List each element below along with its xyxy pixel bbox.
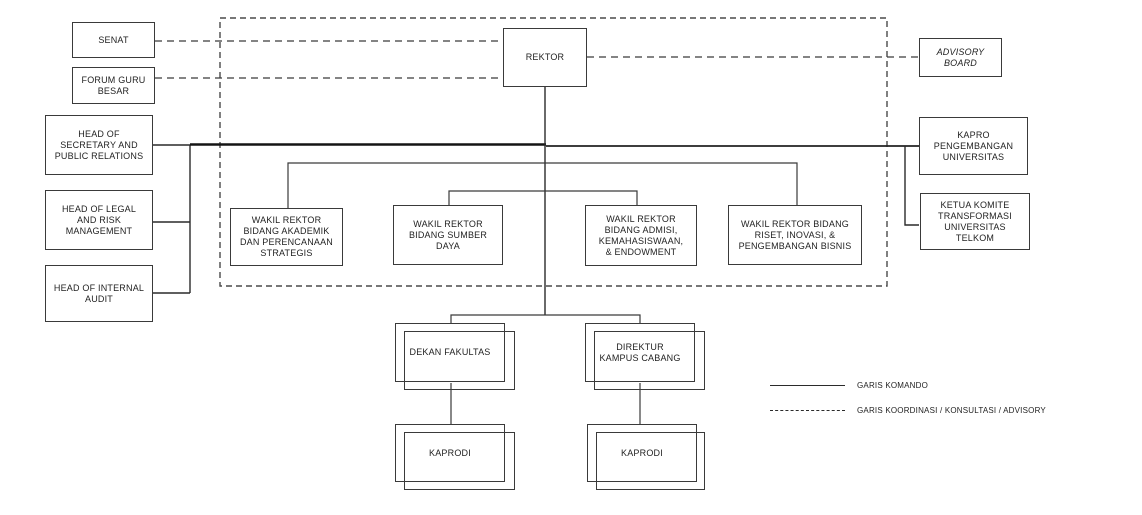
deans-branch-line [450, 314, 641, 323]
node-wakil-rektor-sumber-daya: WAKIL REKTOR BIDANG SUMBER DAYA [393, 205, 503, 265]
legend-command-label: GARIS KOMANDO [857, 381, 929, 390]
node-dekan-fakultas-label: DEKAN FAKULTAS [395, 323, 505, 382]
node-kapro-pengembangan-universitas: KAPRO PENGEMBANGAN UNIVERSITAS [919, 117, 1028, 175]
coordination-boundary-box [219, 17, 888, 287]
left-heads-trunk-line [153, 144, 191, 294]
node-ketua-komite-transformasi: KETUA KOMITE TRANSFORMASI UNIVERSITAS TE… [920, 193, 1030, 250]
stacked-box-shadow [404, 331, 515, 390]
legend-coordination-label: GARIS KOORDINASI / KONSULTASI / ADVISORY [857, 406, 1046, 415]
stacked-box-shadow [404, 432, 515, 490]
node-head-legal-risk-management: HEAD OF LEGAL AND RISK MANAGEMENT [45, 190, 153, 250]
node-wakil-rektor-riset: WAKIL REKTOR BIDANG RISET, INOVASI, & PE… [728, 205, 862, 265]
wakil-rektor-inner-branch-line [448, 190, 638, 205]
node-head-secretary-public-relations: HEAD OF SECRETARY AND PUBLIC RELATIONS [45, 115, 153, 175]
right-trunk-line [904, 146, 919, 226]
node-wakil-rektor-admisi: WAKIL REKTOR BIDANG ADMISI, KEMAHASISWAA… [585, 205, 697, 266]
node-kaprodi-right-label: KAPRODI [587, 424, 697, 482]
node-direktur-kampus-cabang: DIREKTUR KAMPUS CABANG [585, 323, 706, 391]
node-senat: SENAT [72, 22, 155, 58]
node-head-internal-audit: HEAD OF INTERNAL AUDIT [45, 265, 153, 322]
node-kaprodi-right: KAPRODI [587, 424, 706, 491]
stacked-box-shadow [596, 432, 705, 490]
node-forum-guru-besar: FORUM GURU BESAR [72, 67, 155, 104]
stacked-box-shadow [594, 331, 705, 390]
legend-coordination-line-sample [770, 410, 845, 411]
node-kaprodi-left: KAPRODI [395, 424, 516, 491]
node-dekan-fakultas: DEKAN FAKULTAS [395, 323, 516, 391]
node-rektor: REKTOR [503, 28, 587, 87]
node-wakil-rektor-akademik: WAKIL REKTOR BIDANG AKADEMIK DAN PERENCA… [230, 208, 343, 266]
node-direktur-kampus-cabang-label: DIREKTUR KAMPUS CABANG [585, 323, 695, 382]
wakil-rektor-outer-branch-line [287, 162, 798, 208]
legend-command-line-sample [770, 385, 845, 386]
node-advisory-board: ADVISORY BOARD [919, 38, 1002, 77]
node-kaprodi-left-label: KAPRODI [395, 424, 505, 482]
